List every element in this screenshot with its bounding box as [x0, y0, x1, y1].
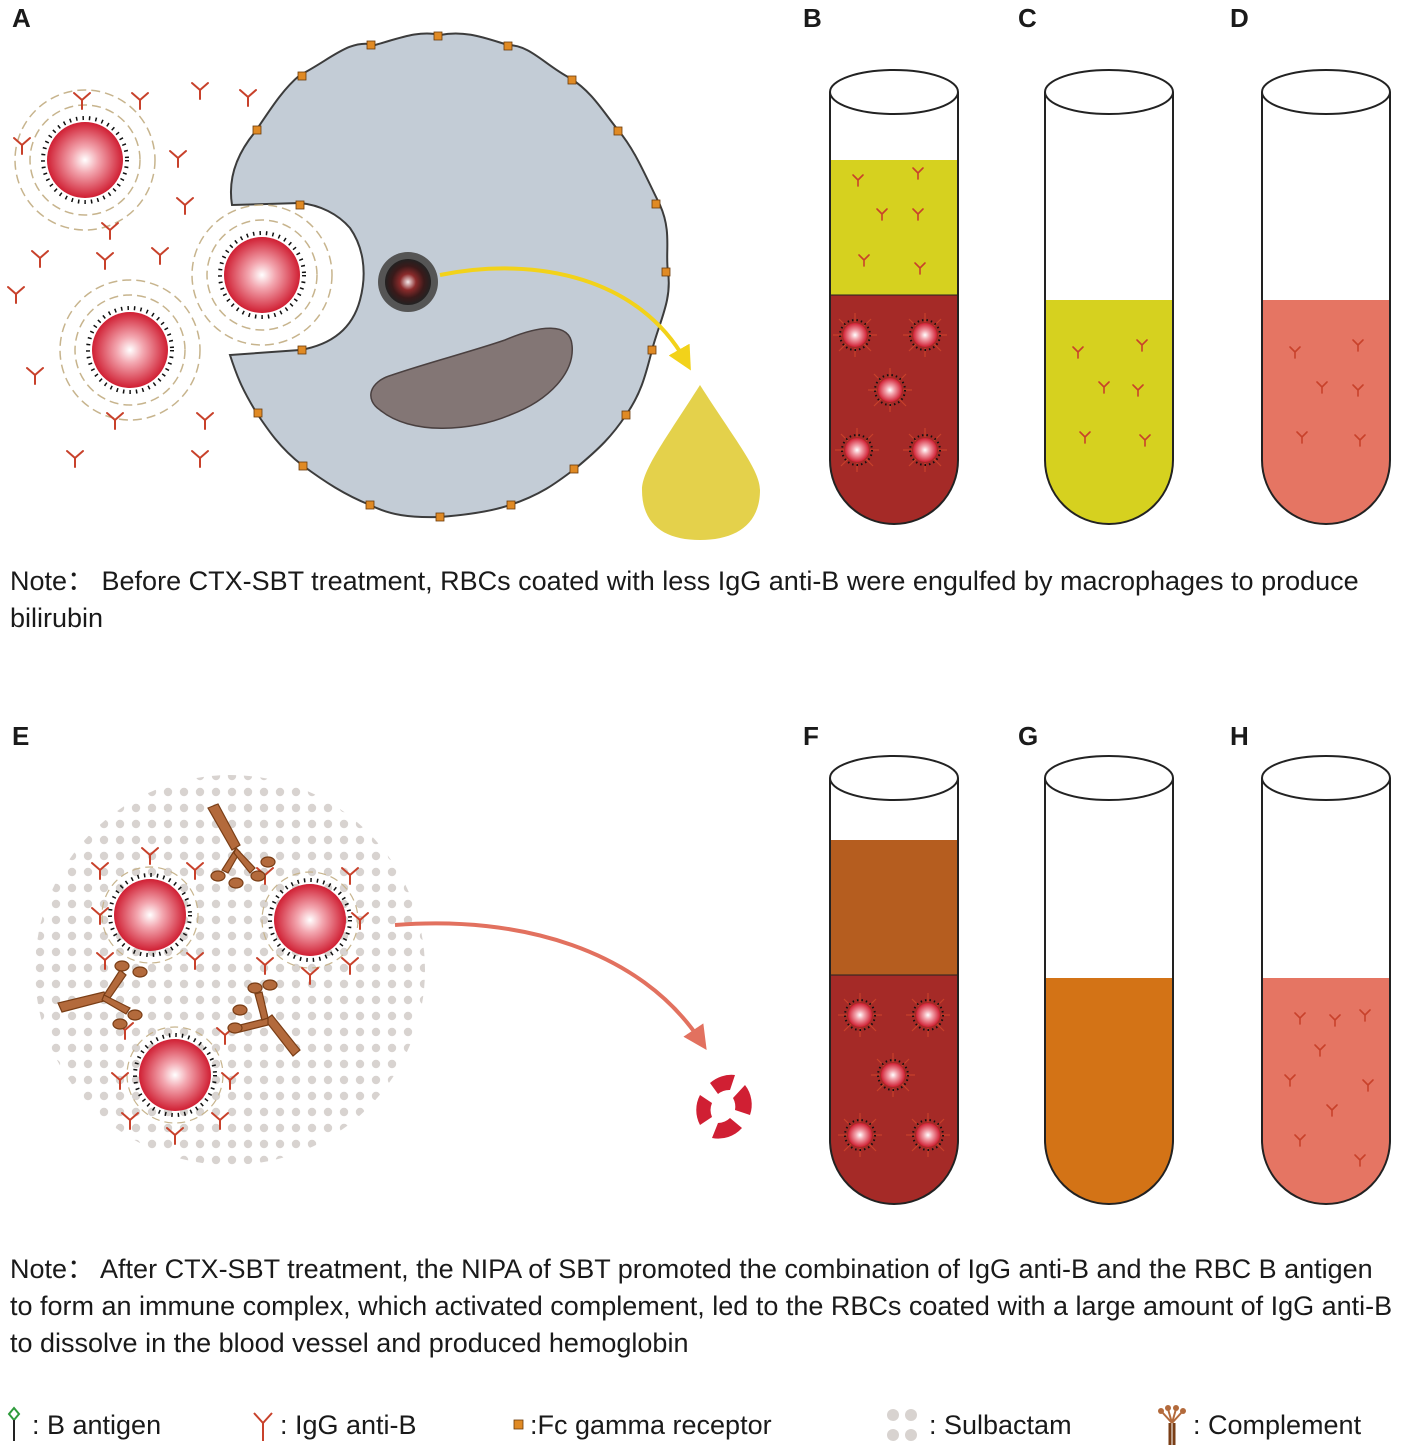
legend-label-complement: : Complement	[1193, 1410, 1362, 1440]
fc-gamma-receptor-icon	[513, 1419, 524, 1430]
lysed-rbc	[696, 1074, 752, 1139]
tube-h	[1261, 755, 1391, 1205]
legend-item-b-antigen: : B antigen	[6, 1405, 161, 1445]
note-top: Note： Before CTX-SBT treatment, RBCs coa…	[10, 566, 1359, 633]
bilirubin-drop	[642, 385, 760, 540]
note-bottom: Note： After CTX-SBT treatment, the NIPA …	[10, 1254, 1393, 1358]
complement-e2	[57, 960, 148, 1030]
tube-f	[829, 755, 959, 1205]
rbc-a2	[191, 204, 333, 346]
macrophage	[228, 32, 670, 519]
rbc-a3	[59, 279, 201, 421]
complement-e3	[227, 979, 301, 1057]
tube-c	[1044, 69, 1174, 525]
igg-anti-b-icon	[253, 1412, 273, 1441]
rbc-a1	[14, 89, 156, 231]
panel-label-a: A	[12, 3, 31, 33]
complement-icon	[1158, 1405, 1186, 1445]
legend-label-sulbactam: : Sulbactam	[929, 1410, 1072, 1440]
complement-e1	[207, 803, 276, 889]
panel-label-g: G	[1018, 721, 1039, 751]
legend-label-igg-anti-b: : IgG anti-B	[280, 1410, 417, 1440]
diagram-illustration	[7, 31, 1391, 1205]
panel-label-c: C	[1018, 3, 1037, 33]
legend-item-fc-gamma-receptor: :Fc gamma receptor	[512, 1405, 772, 1445]
rbc-e2	[261, 871, 359, 969]
tube-g	[1044, 755, 1174, 1205]
hemolysis-arrow	[394, 921, 707, 1050]
legend-item-complement: : Complement	[1155, 1405, 1361, 1445]
legend-label-fc-gamma-receptor: :Fc gamma receptor	[530, 1410, 772, 1440]
legend-label-b-antigen: : B antigen	[32, 1410, 162, 1440]
b-antigen-icon	[7, 1406, 21, 1441]
panel-label-f: F	[803, 721, 819, 751]
free-antibodies-a	[7, 82, 257, 468]
rbc-e1	[101, 866, 199, 964]
tube-b	[829, 69, 959, 525]
immune-complex-field	[35, 775, 425, 1165]
panel-label-b: B	[803, 3, 822, 33]
legend-item-sulbactam: : Sulbactam	[883, 1405, 1072, 1445]
bilirubin-arrow	[439, 266, 691, 371]
tube-d	[1261, 69, 1391, 525]
panel-label-e: E	[12, 721, 30, 751]
panel-label-d: D	[1230, 3, 1249, 33]
sulbactam-icon	[887, 1409, 917, 1441]
legend-item-igg-anti-b: : IgG anti-B	[250, 1405, 417, 1445]
panel-label-h: H	[1230, 721, 1249, 751]
